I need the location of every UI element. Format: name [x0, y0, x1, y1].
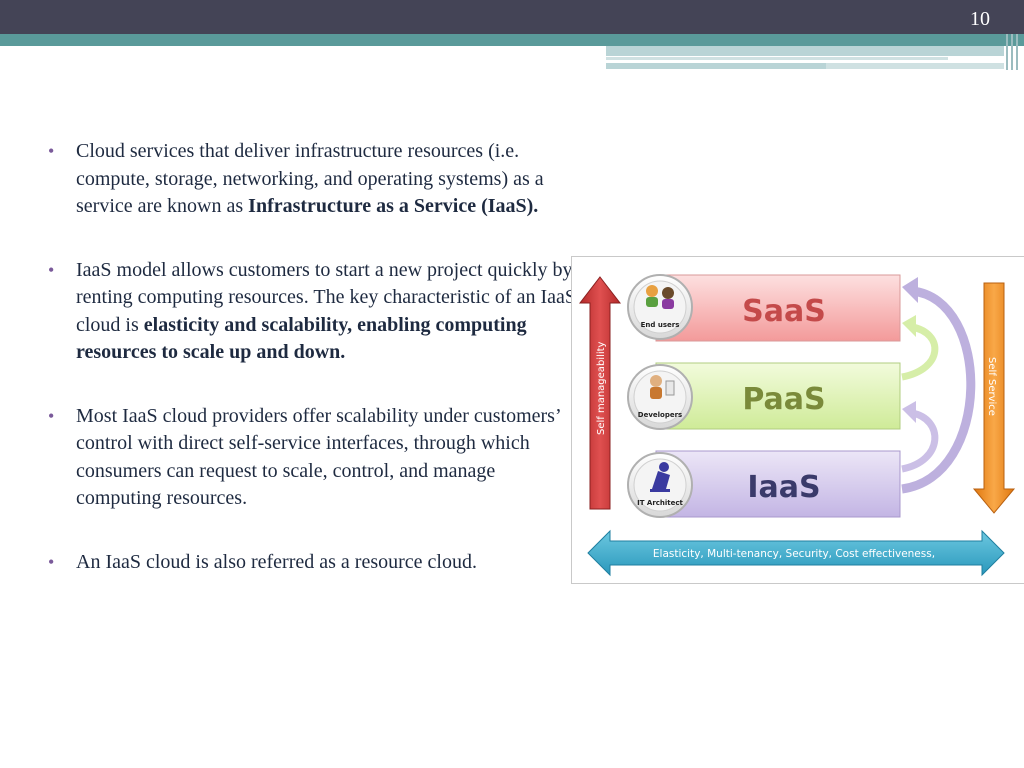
users-icon — [646, 285, 674, 309]
bullet-text: IaaS model allows customers to start a n… — [76, 258, 576, 336]
bullet-bold-text: Infrastructure as a Service (IaaS). — [248, 195, 539, 217]
bullet-bold-text: elasticity and scalability, enabling com… — [76, 313, 527, 364]
bullet-text: Most IaaS cloud providers offer scalabil… — [76, 404, 561, 510]
decor-vertical-lines — [1004, 34, 1024, 70]
self-manageability-label: Self manageability — [596, 341, 607, 435]
self-service-label: Self Service — [986, 357, 997, 416]
bullet-item: Most IaaS cloud providers offer scalabil… — [48, 403, 578, 513]
end-users-badge: End users — [627, 274, 693, 340]
end-users-label: End users — [641, 321, 680, 329]
teal-band — [0, 34, 1024, 46]
paas-label: PaaS — [742, 382, 825, 417]
developers-label: Developers — [638, 411, 682, 419]
it-architect-label: IT Architect — [637, 499, 683, 507]
elasticity-label: Elasticity, Multi-tenancy, Security, Cos… — [653, 548, 935, 560]
decor-stripe — [606, 63, 826, 69]
title-bar — [0, 0, 1024, 34]
iaas-layer-box — [655, 450, 901, 518]
curved-arrows — [901, 277, 976, 494]
elasticity-arrow: Elasticity, Multi-tenancy, Security, Cos… — [587, 529, 1005, 577]
cloud-service-diagram: Self manageability Self Service SaaS Paa… — [571, 256, 1024, 584]
decor-stripe — [606, 57, 948, 60]
saas-layer-box — [655, 274, 901, 342]
bullet-text: An IaaS cloud is also referred as a reso… — [76, 550, 477, 573]
iaas-label: IaaS — [747, 470, 820, 505]
it-architect-badge: IT Architect — [627, 452, 693, 518]
developer-icon — [650, 375, 675, 399]
self-manageability-arrow: Self manageability — [578, 276, 622, 510]
bullet-item: Cloud services that deliver infrastructu… — [48, 138, 578, 221]
architect-icon — [650, 462, 670, 492]
developers-badge: Developers — [627, 364, 693, 430]
bullet-item: IaaS model allows customers to start a n… — [48, 257, 578, 367]
slide-number: 10 — [970, 8, 990, 30]
bullet-text: Cloud services that deliver infrastructu… — [76, 140, 544, 217]
bullet-list: Cloud services that deliver infrastructu… — [48, 138, 578, 612]
saas-label: SaaS — [742, 294, 826, 329]
decor-stripe — [826, 63, 1004, 69]
self-service-arrow: Self Service — [972, 282, 1016, 514]
decor-stripe — [606, 46, 1004, 56]
diagram-canvas: Self manageability Self Service SaaS Paa… — [578, 274, 1016, 577]
bullet-item: An IaaS cloud is also referred as a reso… — [48, 549, 578, 577]
